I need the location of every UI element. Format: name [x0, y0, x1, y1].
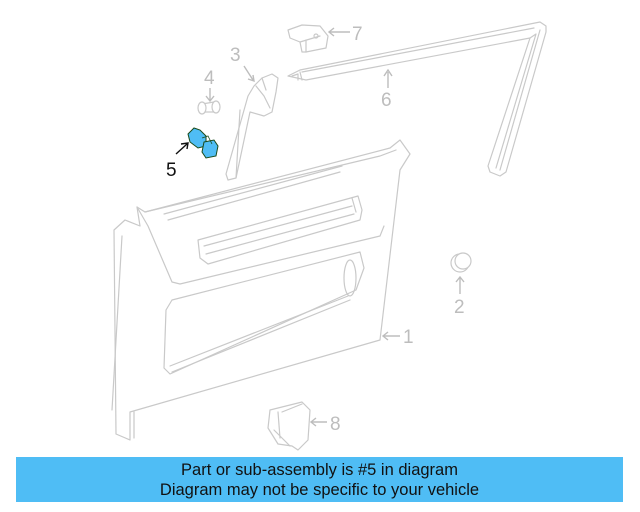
- callout-8: 8: [309, 414, 341, 435]
- part-1-quarter-panel[interactable]: [111, 139, 411, 441]
- callout-3: 3: [230, 45, 255, 83]
- callout-5: 5: [166, 142, 189, 181]
- svg-text:5: 5: [166, 160, 177, 181]
- banner-part-line: Part or sub-assembly is #5 in diagram: [181, 461, 458, 479]
- banner-disclaimer-line: Diagram may not be specific to your vehi…: [159, 481, 480, 499]
- part-5-retainer-clip[interactable]: [187, 127, 219, 159]
- part-8-lower-cover[interactable]: [267, 401, 311, 451]
- part-4-push-pin[interactable]: [197, 100, 221, 115]
- svg-text:8: 8: [330, 414, 341, 435]
- info-banner: Part or sub-assembly is #5 in diagram Di…: [16, 457, 623, 502]
- part-3-pillar-trim[interactable]: [225, 73, 279, 181]
- callout-4: 4: [204, 68, 215, 103]
- callout-6: 6: [381, 68, 393, 111]
- svg-text:3: 3: [230, 45, 241, 66]
- svg-text:7: 7: [352, 24, 363, 45]
- svg-text:4: 4: [204, 68, 215, 89]
- svg-text:1: 1: [403, 327, 414, 348]
- part-6-weatherstrip[interactable]: [287, 21, 547, 177]
- callout-7: 7: [327, 24, 363, 45]
- callout-1: 1: [381, 327, 414, 348]
- part-2-cap-plug[interactable]: [450, 252, 472, 273]
- svg-text:2: 2: [454, 297, 465, 318]
- svg-text:6: 6: [381, 90, 392, 111]
- callout-2: 2: [454, 275, 465, 318]
- part-7-clip-bracket[interactable]: [287, 24, 329, 53]
